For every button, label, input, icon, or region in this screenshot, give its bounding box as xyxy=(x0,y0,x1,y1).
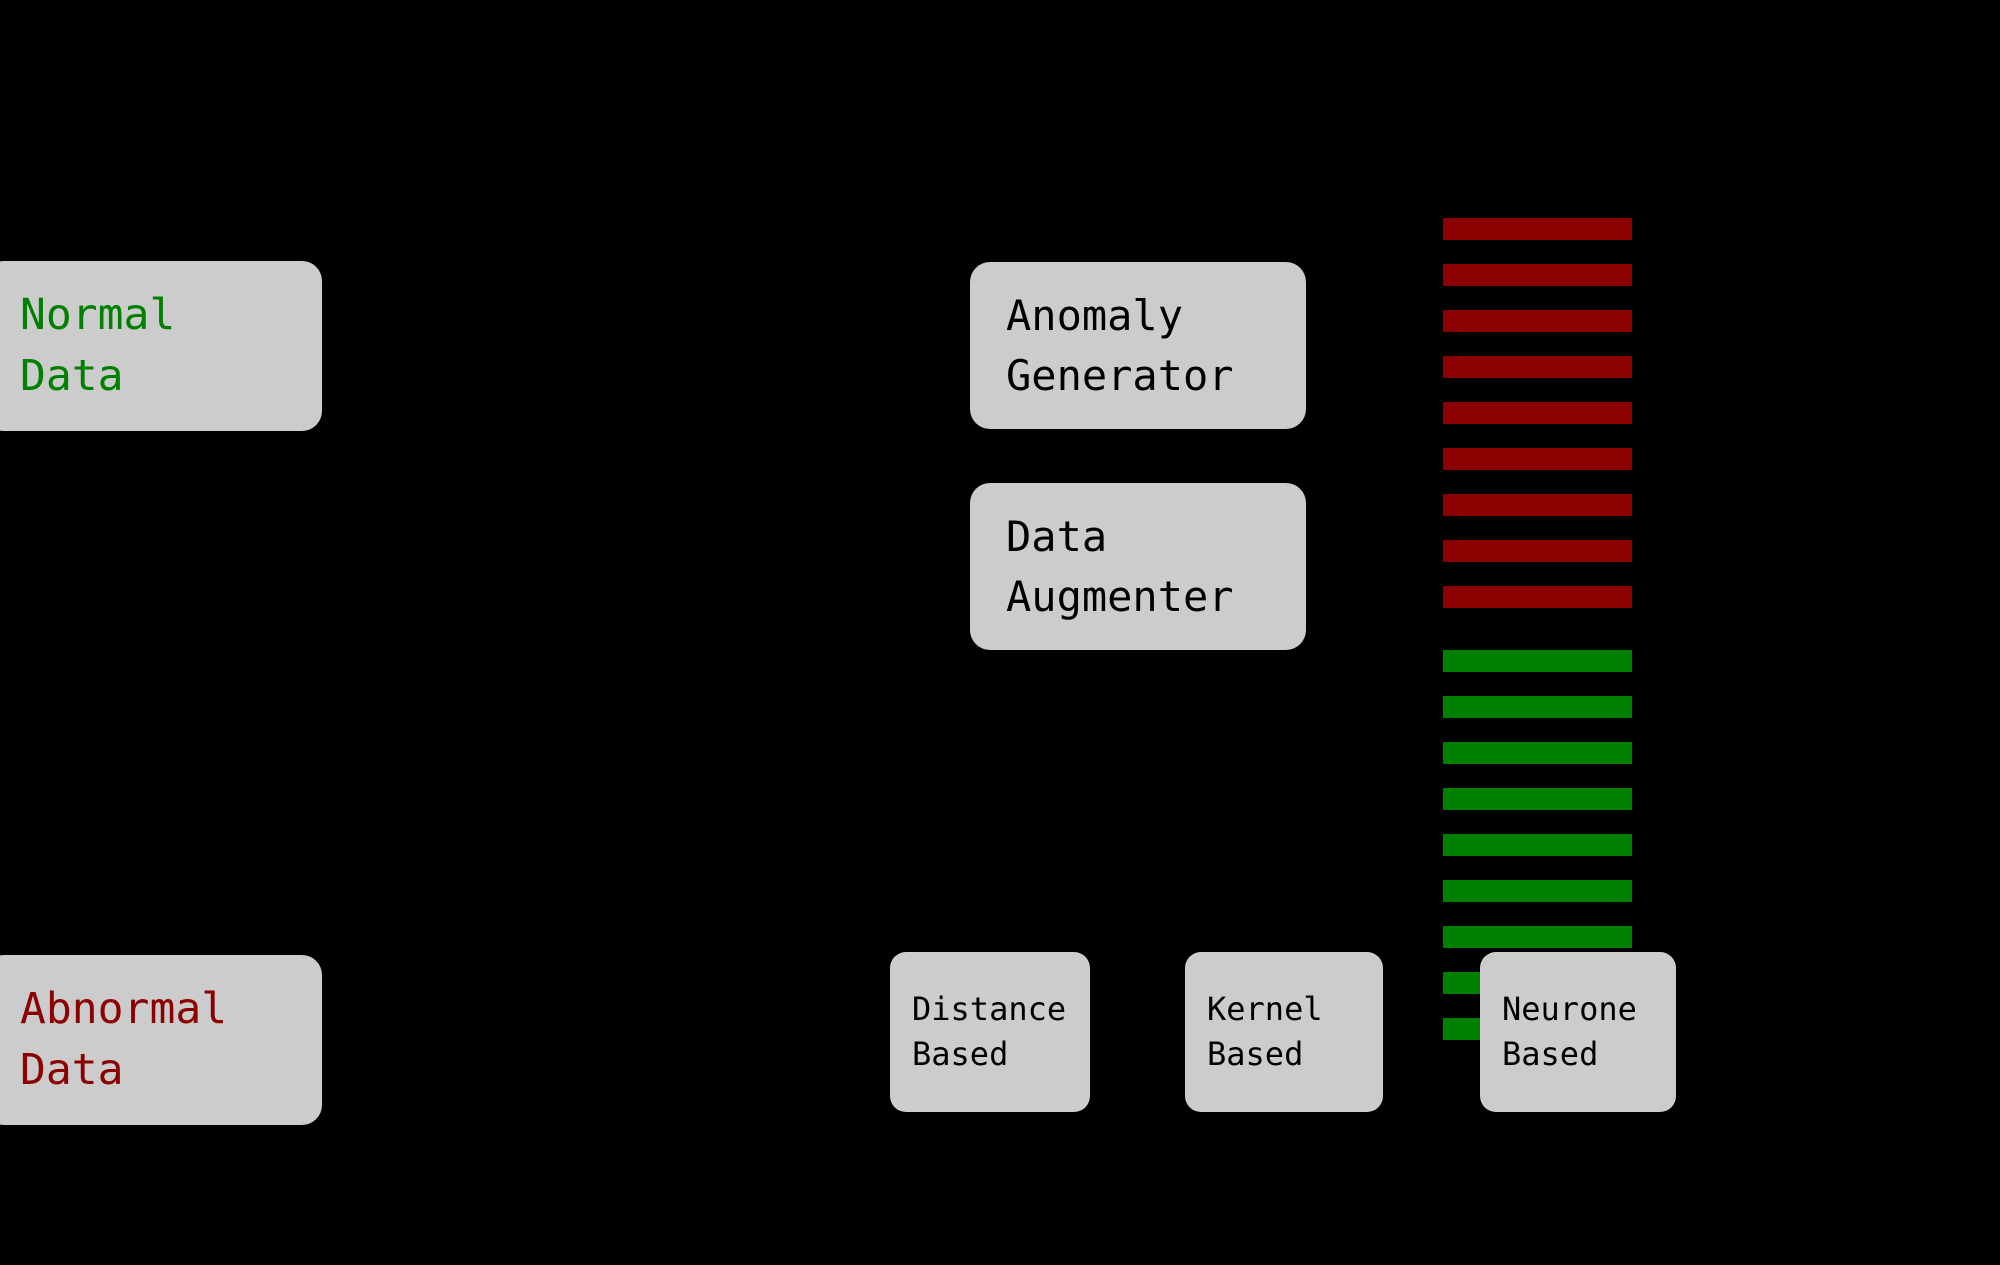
anomaly-sample-bar-7 xyxy=(1443,494,1632,516)
node-neurone-based[interactable]: Neurone Based xyxy=(1480,952,1676,1112)
node-distance-based-line2: Based xyxy=(912,1035,1009,1073)
anomaly-sample-bar-2 xyxy=(1443,264,1632,286)
generated-dataset-bar-stack xyxy=(1443,218,1632,1040)
anomaly-sample-bar-4 xyxy=(1443,356,1632,378)
anomaly-sample-bar-5 xyxy=(1443,402,1632,424)
normal-sample-bar-2 xyxy=(1443,696,1632,718)
node-anomaly-generator-line1: Anomaly xyxy=(1006,290,1184,340)
anomaly-sample-bar-9 xyxy=(1443,586,1632,608)
node-data-augmenter[interactable]: Data Augmenter xyxy=(970,483,1306,650)
node-abnormal-data[interactable]: Abnormal Data xyxy=(0,955,322,1125)
node-normal-data-line1: Normal xyxy=(20,289,176,340)
anomaly-sample-bar-8 xyxy=(1443,540,1632,562)
node-abnormal-data-line2: Data xyxy=(20,1045,124,1095)
node-kernel-based-line2: Based xyxy=(1207,1035,1304,1073)
normal-sample-bar-1 xyxy=(1443,650,1632,672)
normal-sample-bar-7 xyxy=(1443,926,1632,948)
node-neurone-based-line2: Based xyxy=(1502,1035,1599,1073)
node-normal-data-line2: Data xyxy=(20,351,124,401)
anomaly-sample-bar-1 xyxy=(1443,218,1632,240)
normal-sample-bar-5 xyxy=(1443,834,1632,856)
normal-sample-bar-3 xyxy=(1443,742,1632,764)
anomaly-sample-bar-6 xyxy=(1443,448,1632,470)
node-anomaly-generator[interactable]: Anomaly Generator xyxy=(970,262,1306,429)
node-data-augmenter-line2: Augmenter xyxy=(1006,571,1234,621)
normal-sample-bar-4 xyxy=(1443,788,1632,810)
node-kernel-based-line1: Kernel xyxy=(1207,989,1323,1028)
node-data-augmenter-line1: Data xyxy=(1006,511,1108,561)
node-anomaly-generator-line2: Generator xyxy=(1006,350,1234,400)
node-kernel-based[interactable]: Kernel Based xyxy=(1185,952,1383,1112)
node-neurone-based-line1: Neurone xyxy=(1502,989,1637,1028)
node-distance-based[interactable]: Distance Based xyxy=(890,952,1090,1112)
node-normal-data[interactable]: Normal Data xyxy=(0,261,322,431)
normal-sample-bar-6 xyxy=(1443,880,1632,902)
node-distance-based-line1: Distance xyxy=(912,989,1067,1028)
anomaly-sample-bar-3 xyxy=(1443,310,1632,332)
node-abnormal-data-line1: Abnormal xyxy=(20,983,228,1034)
